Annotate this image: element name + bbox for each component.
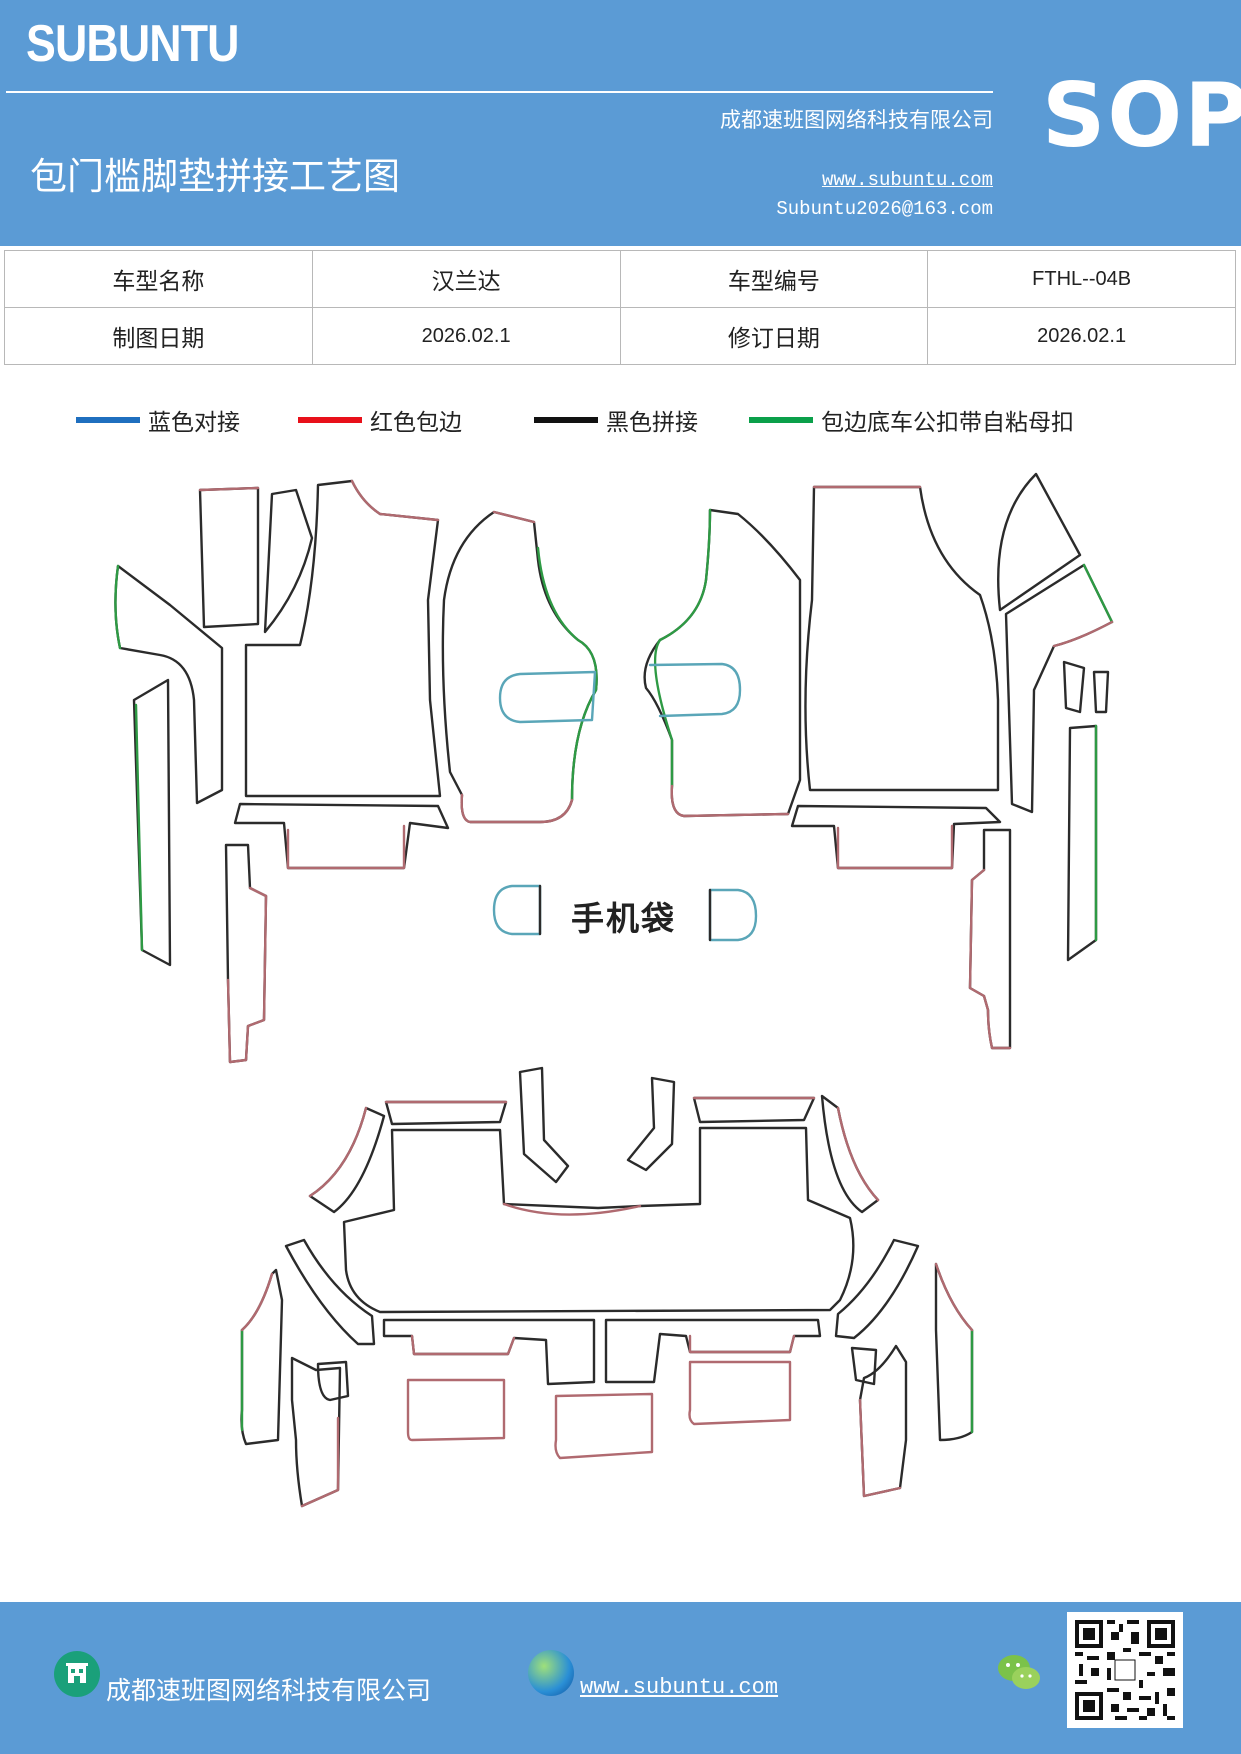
legend-label: 蓝色对接 bbox=[148, 410, 240, 436]
building-icon bbox=[54, 1651, 100, 1697]
mat-piece bbox=[240, 1268, 284, 1446]
mat-piece bbox=[384, 1100, 508, 1126]
footer-company-name: 成都速班图网络科技有限公司 bbox=[106, 1676, 432, 1705]
label-model-code: 车型编号 bbox=[619, 250, 929, 308]
mat-piece bbox=[284, 1238, 376, 1346]
legend-swatch-red bbox=[298, 417, 362, 423]
mat-piece bbox=[834, 1238, 920, 1340]
value-draw-date: 2026.02.1 bbox=[311, 307, 621, 365]
right-door-group bbox=[643, 472, 1114, 1050]
mat-piece bbox=[997, 472, 1082, 612]
phone-pocket-right bbox=[708, 888, 758, 942]
table-row: 制图日期 2026.02.1 修订日期 2026.02.1 bbox=[4, 307, 1236, 365]
document-title: 包门槛脚垫拼接工艺图 bbox=[30, 155, 400, 198]
pocket-opening-right bbox=[648, 662, 742, 718]
mat-piece bbox=[554, 1392, 654, 1460]
label-draw-date: 制图日期 bbox=[4, 307, 313, 365]
mat-piece bbox=[244, 479, 442, 798]
legend-swatch-blue bbox=[76, 417, 140, 423]
mat-piece bbox=[233, 802, 450, 870]
header-company-name: 成都速班图网络科技有限公司 bbox=[720, 108, 993, 132]
legend-item-blue: 蓝色对接 bbox=[76, 400, 240, 440]
legend-item-black: 黑色拼接 bbox=[534, 400, 698, 440]
mat-piece bbox=[308, 1106, 386, 1214]
legend-label: 红色包边 bbox=[370, 410, 462, 436]
mat-piece bbox=[1066, 724, 1098, 962]
header-website-link[interactable]: www.subuntu.com bbox=[821, 169, 993, 191]
value-model-name: 汉兰达 bbox=[311, 250, 621, 308]
mat-splicing-diagram bbox=[114, 472, 1114, 1508]
mat-piece bbox=[382, 1318, 596, 1386]
mat-piece bbox=[858, 1344, 908, 1498]
mat-piece bbox=[198, 486, 260, 629]
mat-piece bbox=[850, 1346, 878, 1386]
table-row: 车型名称 汉兰达 车型编号 FTHL--04B bbox=[4, 250, 1236, 308]
sop-badge: SOP bbox=[1042, 64, 1241, 167]
rear-floor-group bbox=[240, 1066, 974, 1508]
mat-piece bbox=[968, 828, 1012, 1050]
mat-piece bbox=[934, 1262, 974, 1442]
value-model-code: FTHL--04B bbox=[927, 250, 1236, 308]
mat-piece bbox=[1062, 660, 1086, 714]
mat-piece bbox=[518, 1066, 570, 1184]
mat-piece bbox=[626, 1076, 676, 1172]
mat-piece bbox=[224, 843, 268, 1064]
header-banner bbox=[0, 0, 1241, 246]
mat-piece bbox=[1092, 670, 1110, 714]
globe-icon bbox=[528, 1650, 574, 1696]
legend-label: 黑色拼接 bbox=[606, 410, 698, 436]
mat-piece bbox=[688, 1360, 792, 1426]
legend-item-green: 包边底车公扣带自粘母扣 bbox=[749, 400, 1074, 440]
mat-piece bbox=[692, 1096, 816, 1124]
phone-pocket-group bbox=[492, 884, 758, 942]
mat-piece bbox=[790, 804, 1002, 870]
wechat-icon bbox=[996, 1652, 1042, 1694]
legend-swatch-green bbox=[749, 417, 813, 423]
phone-pocket-label: 手机袋 bbox=[571, 899, 676, 938]
mat-piece bbox=[342, 1126, 855, 1314]
label-model-name: 车型名称 bbox=[4, 250, 313, 308]
mat-piece bbox=[290, 1356, 342, 1508]
legend-item-red: 红色包边 bbox=[298, 400, 462, 440]
legend-label: 包边底车公扣带自粘母扣 bbox=[821, 410, 1074, 436]
label-revise-date: 修订日期 bbox=[619, 307, 929, 365]
legend-swatch-black bbox=[534, 417, 598, 423]
brand-logo: SUBUNTU bbox=[26, 15, 239, 73]
left-door-group bbox=[114, 479, 598, 1064]
mat-piece bbox=[406, 1378, 506, 1442]
vehicle-info-table: 车型名称 汉兰达 车型编号 FTHL--04B 制图日期 2026.02.1 修… bbox=[4, 250, 1236, 365]
mat-piece bbox=[316, 1360, 350, 1402]
phone-pocket-left bbox=[492, 884, 542, 936]
pocket-opening-left bbox=[498, 670, 597, 724]
qr-code bbox=[1067, 1612, 1183, 1728]
value-revise-date: 2026.02.1 bbox=[927, 307, 1236, 365]
header-divider bbox=[6, 91, 993, 93]
footer-website-link[interactable]: www.subuntu.com bbox=[580, 1675, 779, 1700]
header-email[interactable]: Subuntu2026@163.com bbox=[776, 198, 993, 220]
mat-piece bbox=[263, 488, 314, 634]
mat-piece bbox=[804, 485, 1000, 792]
